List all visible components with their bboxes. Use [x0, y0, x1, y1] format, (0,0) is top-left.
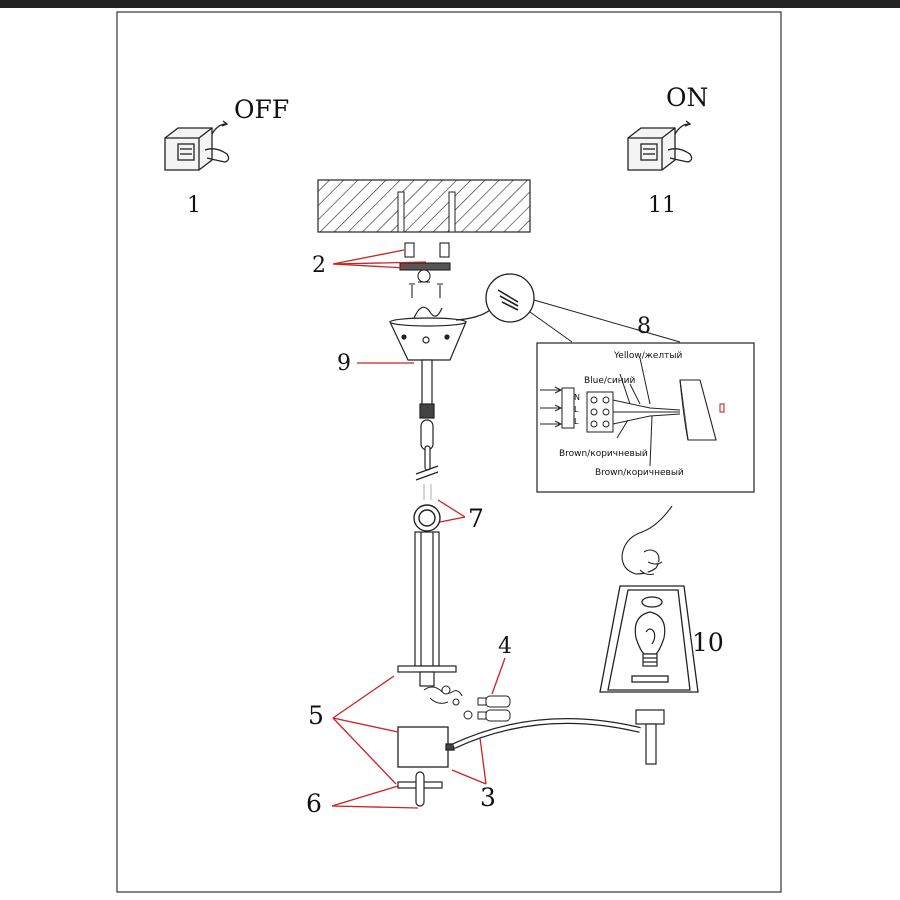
callout-lines-6	[331, 785, 419, 809]
terminal-l1: L	[574, 405, 579, 414]
wiring-detail-box	[536, 342, 755, 493]
step-7-label: 7	[468, 504, 484, 533]
wire-yellow-label: Yellow/желтый	[613, 351, 682, 361]
junction-box	[397, 726, 455, 768]
off-label: OFF	[234, 95, 289, 124]
light-bulb-icon	[634, 611, 666, 667]
bulb-holder-parts	[423, 685, 463, 706]
wire-brown-label-1: Brown/коричневый	[559, 449, 648, 459]
hand-icon	[621, 505, 673, 576]
g9-bulb-icon	[463, 695, 511, 722]
center-rod	[397, 531, 457, 687]
terminal-n: N	[574, 393, 580, 402]
wiring-diagram	[540, 357, 681, 467]
on-label: ON	[666, 83, 708, 112]
switch-on-icon	[627, 120, 693, 171]
step-5-label: 5	[308, 701, 324, 730]
callout-line-4	[491, 657, 506, 695]
shade-holder	[635, 709, 665, 765]
switch-off-icon	[164, 120, 230, 171]
magnifier-lines	[529, 299, 681, 343]
mounting-bracket	[399, 242, 451, 298]
canopy-section	[679, 379, 725, 441]
step-4-label: 4	[498, 634, 512, 659]
terminal-letters: N L L	[574, 393, 580, 426]
ceiling-block	[317, 179, 531, 233]
canopy	[389, 306, 467, 361]
step-6-label: 6	[306, 789, 322, 818]
wire-blue-label: Blue/синий	[584, 376, 635, 386]
callout-lines-2	[332, 249, 427, 269]
callout-lines-7	[437, 499, 466, 523]
step-2-label: 2	[312, 253, 326, 278]
terminal-magnifier	[485, 273, 535, 323]
callout-lines-3	[451, 737, 487, 785]
finial	[397, 771, 443, 807]
step-8-label: 8	[637, 314, 651, 339]
step-10-label: 10	[692, 628, 724, 657]
wire-brown-label-2: Brown/коричневый	[595, 468, 684, 478]
suspension-chain	[415, 359, 439, 500]
callout-lines-5	[332, 675, 399, 785]
step-3-label: 3	[480, 783, 496, 812]
terminal-l2: L	[574, 417, 579, 426]
step-11-label: 11	[648, 193, 676, 218]
step-1-label: 1	[187, 193, 201, 218]
loop-ring	[413, 504, 441, 532]
page-border	[116, 11, 782, 893]
top-bar	[0, 0, 900, 8]
step-9-label: 9	[337, 351, 351, 376]
